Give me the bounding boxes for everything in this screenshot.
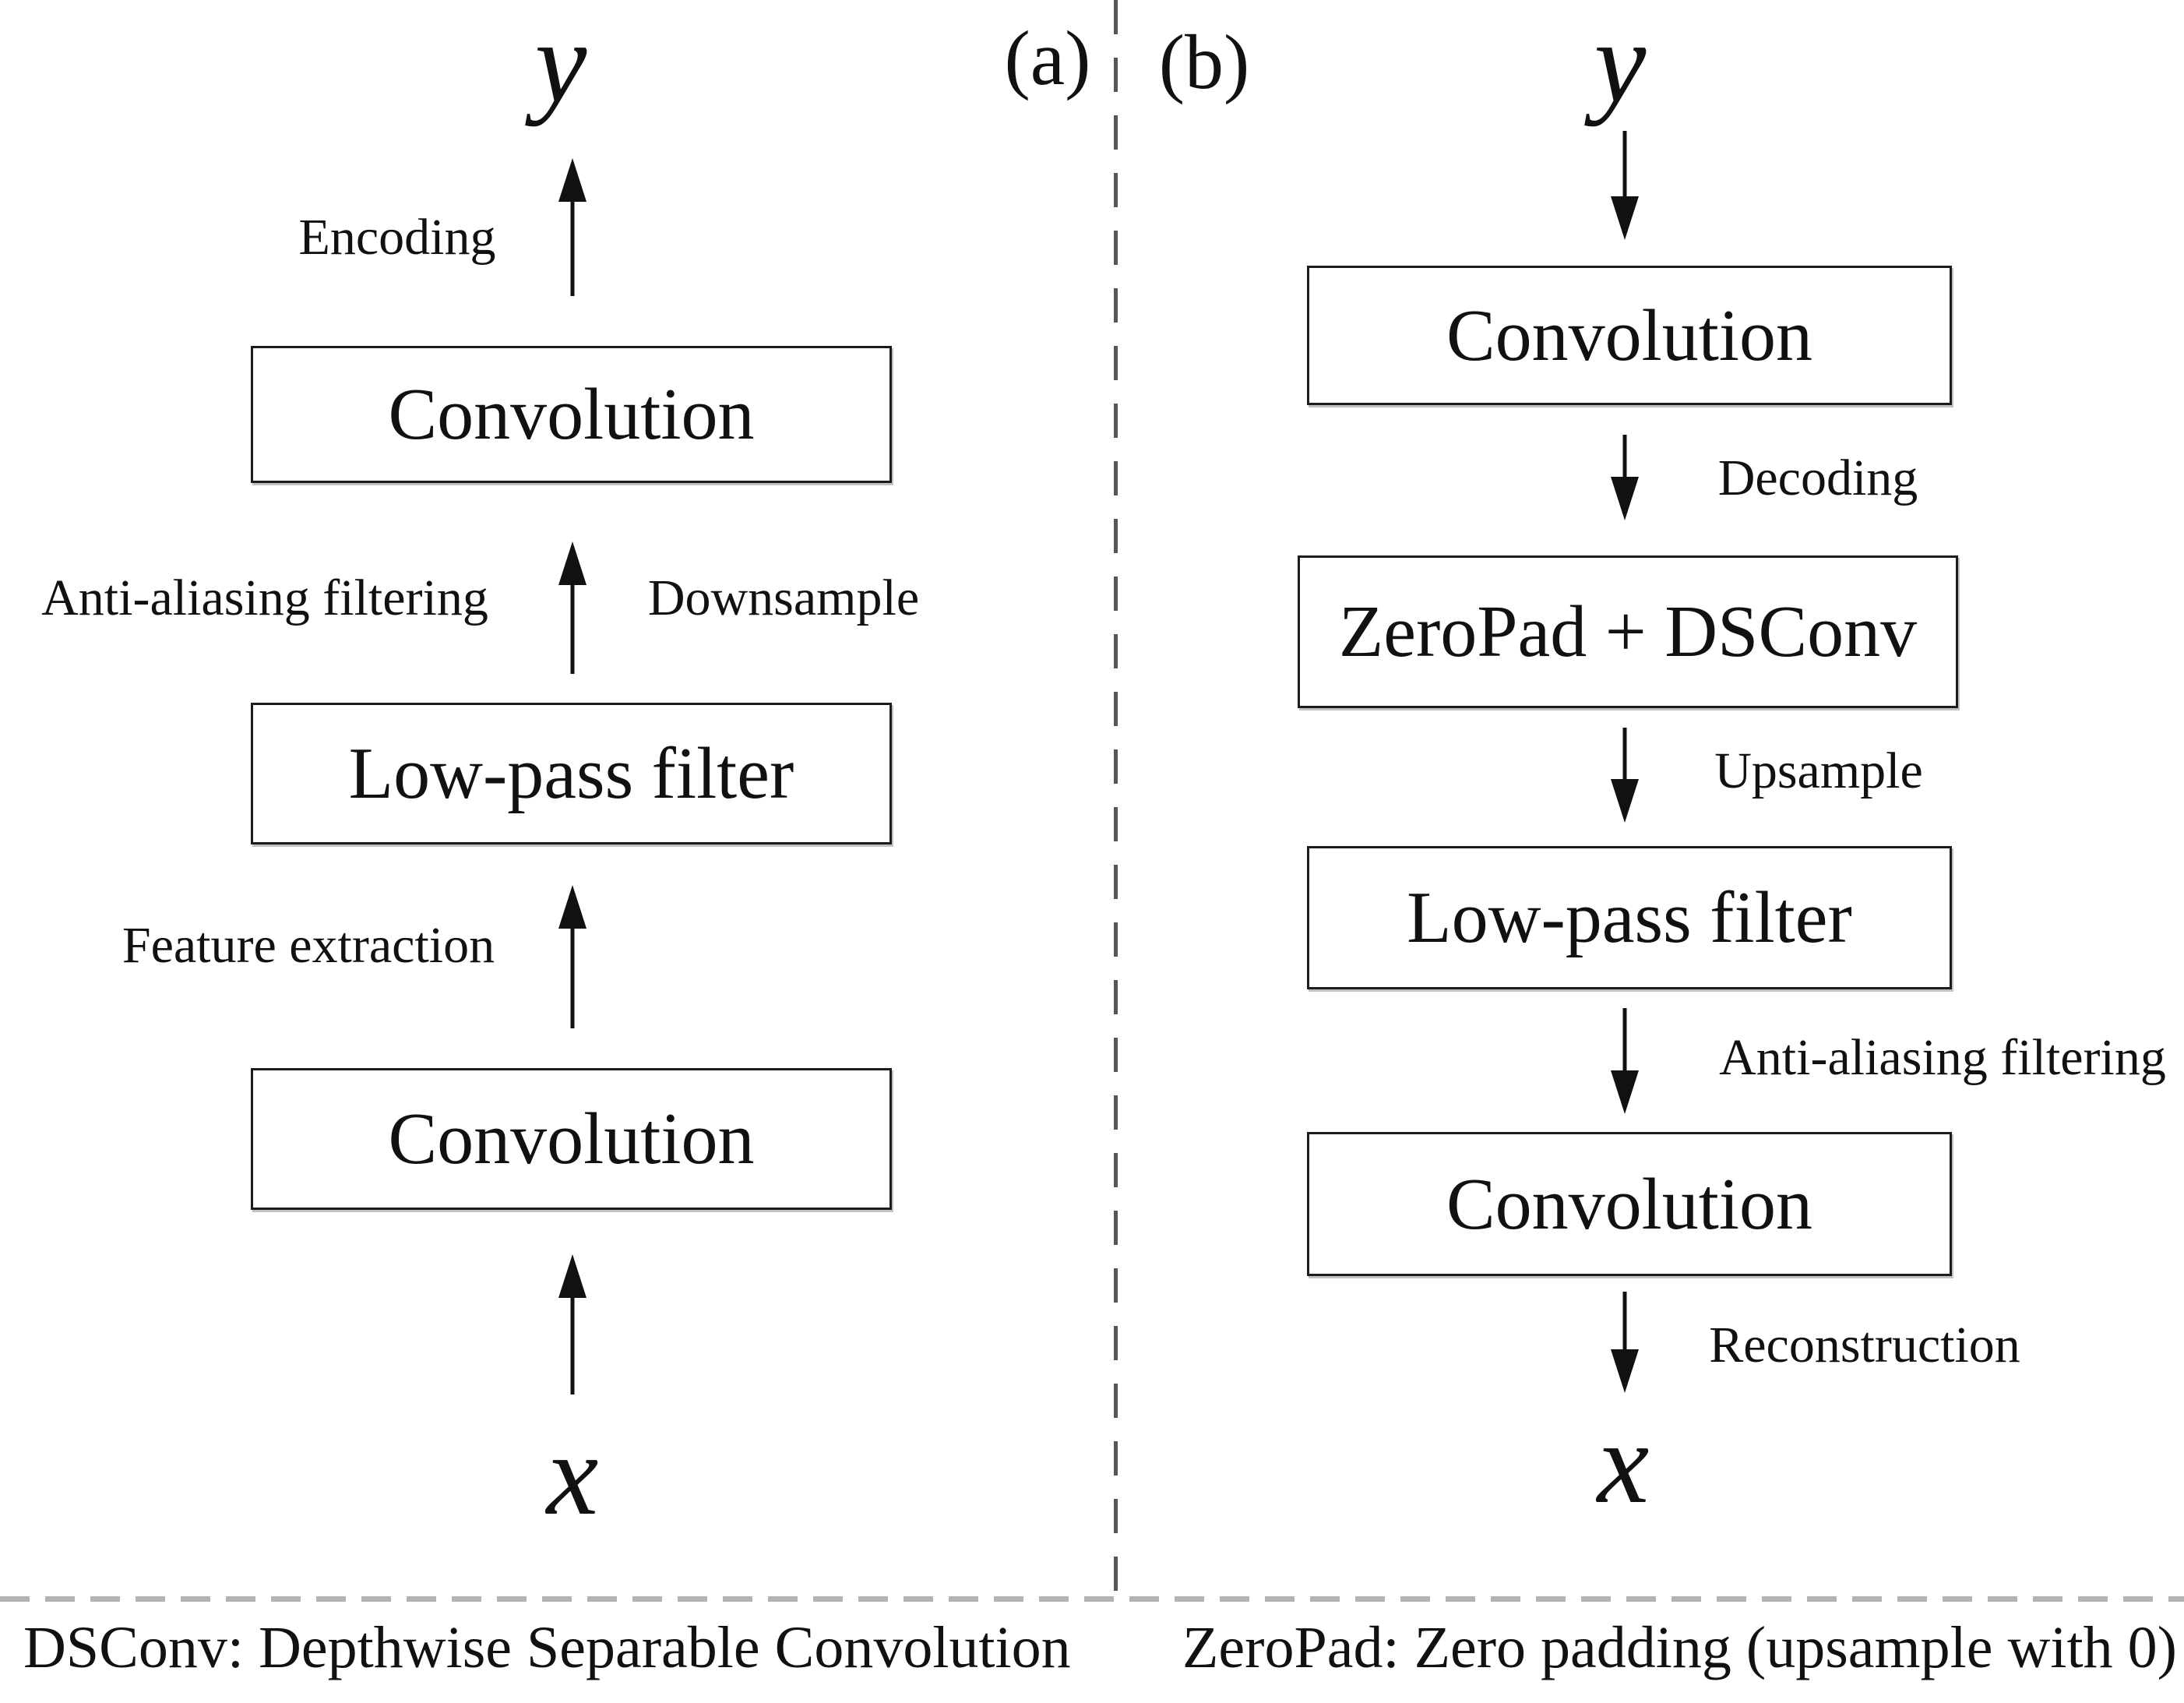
arrowhead-down-icon	[1611, 1070, 1639, 1114]
arrow-down-upsample	[1611, 728, 1639, 823]
edge-label-anti-aliasing-a: Anti-aliasing filtering	[41, 569, 488, 626]
arrow-up-downsample	[558, 541, 587, 674]
panel-b-symbol-y: y	[1594, 0, 1647, 127]
arrow-shaft	[1622, 435, 1627, 483]
node-label: Convolution	[388, 1098, 755, 1179]
node-a-convolution-bottom: Convolution	[251, 1068, 892, 1210]
node-label: Convolution	[1446, 294, 1813, 376]
edge-label-feature-extraction: Feature extraction	[122, 917, 495, 974]
node-b-lowpass-filter: Low-pass filter	[1307, 846, 1952, 989]
edge-label-encoding: Encoding	[298, 209, 496, 266]
panel-a-symbol-y: y	[534, 0, 587, 127]
arrow-down-input	[1611, 131, 1639, 240]
arrowhead-up-icon	[558, 1254, 587, 1298]
arrow-up-encoding	[558, 158, 587, 296]
arrow-shaft	[1622, 1292, 1627, 1356]
arrow-up-input	[558, 1254, 587, 1394]
arrow-down-reconstruction	[1611, 1292, 1639, 1393]
arrow-shaft	[1622, 728, 1627, 785]
node-b-convolution-bottom: Convolution	[1307, 1132, 1952, 1276]
panel-a-symbol-x: x	[546, 1410, 599, 1539]
arrow-up-feature-extraction	[558, 885, 587, 1028]
arrowhead-down-icon	[1611, 1349, 1639, 1393]
node-a-lowpass-filter: Low-pass filter	[251, 703, 892, 844]
node-label: ZeroPad + DSConv	[1338, 591, 1918, 672]
arrowhead-down-icon	[1611, 196, 1639, 240]
arrow-shaft	[570, 922, 575, 1028]
arrowhead-up-icon	[558, 541, 587, 585]
node-label: Convolution	[1446, 1163, 1813, 1245]
node-label: Low-pass filter	[1407, 877, 1852, 958]
panel-divider-dashed-vertical	[1114, 0, 1118, 1599]
panel-b-symbol-x: x	[1597, 1398, 1650, 1528]
arrow-down-decoding	[1611, 435, 1639, 520]
footnote-dsconv: DSConv: Depthwise Separable Convolution	[23, 1615, 1071, 1680]
panel-a-tag: (a)	[1004, 15, 1091, 101]
arrow-down-anti-aliasing	[1611, 1008, 1639, 1114]
arrowhead-up-icon	[558, 885, 587, 929]
arrow-shaft	[570, 579, 575, 674]
node-label: Low-pass filter	[348, 733, 794, 814]
arrowhead-down-icon	[1611, 779, 1639, 823]
arrow-shaft	[1622, 1008, 1627, 1077]
edge-label-reconstruction: Reconstruction	[1709, 1317, 2020, 1373]
edge-label-decoding: Decoding	[1717, 450, 1918, 506]
edge-label-anti-aliasing-b: Anti-aliasing filtering	[1719, 1029, 2166, 1086]
panel-b-tag: (b)	[1158, 19, 1250, 105]
arrow-shaft	[1622, 131, 1627, 203]
node-b-convolution-top: Convolution	[1307, 266, 1952, 405]
edge-label-upsample: Upsample	[1714, 742, 1923, 799]
node-b-zeropad-dsconv: ZeroPad + DSConv	[1298, 555, 1958, 708]
arrowhead-up-icon	[558, 158, 587, 202]
edge-label-downsample: Downsample	[647, 569, 920, 626]
arrowhead-down-icon	[1611, 477, 1639, 520]
node-label: Convolution	[388, 374, 755, 455]
footnote-zeropad: ZeroPad: Zero padding (upsample with 0)	[1182, 1615, 2177, 1680]
arrow-shaft	[570, 1292, 575, 1394]
arrow-shaft	[570, 196, 575, 296]
node-a-convolution-top: Convolution	[251, 346, 892, 483]
footnote-divider-dashed-horizontal	[0, 1596, 2184, 1602]
